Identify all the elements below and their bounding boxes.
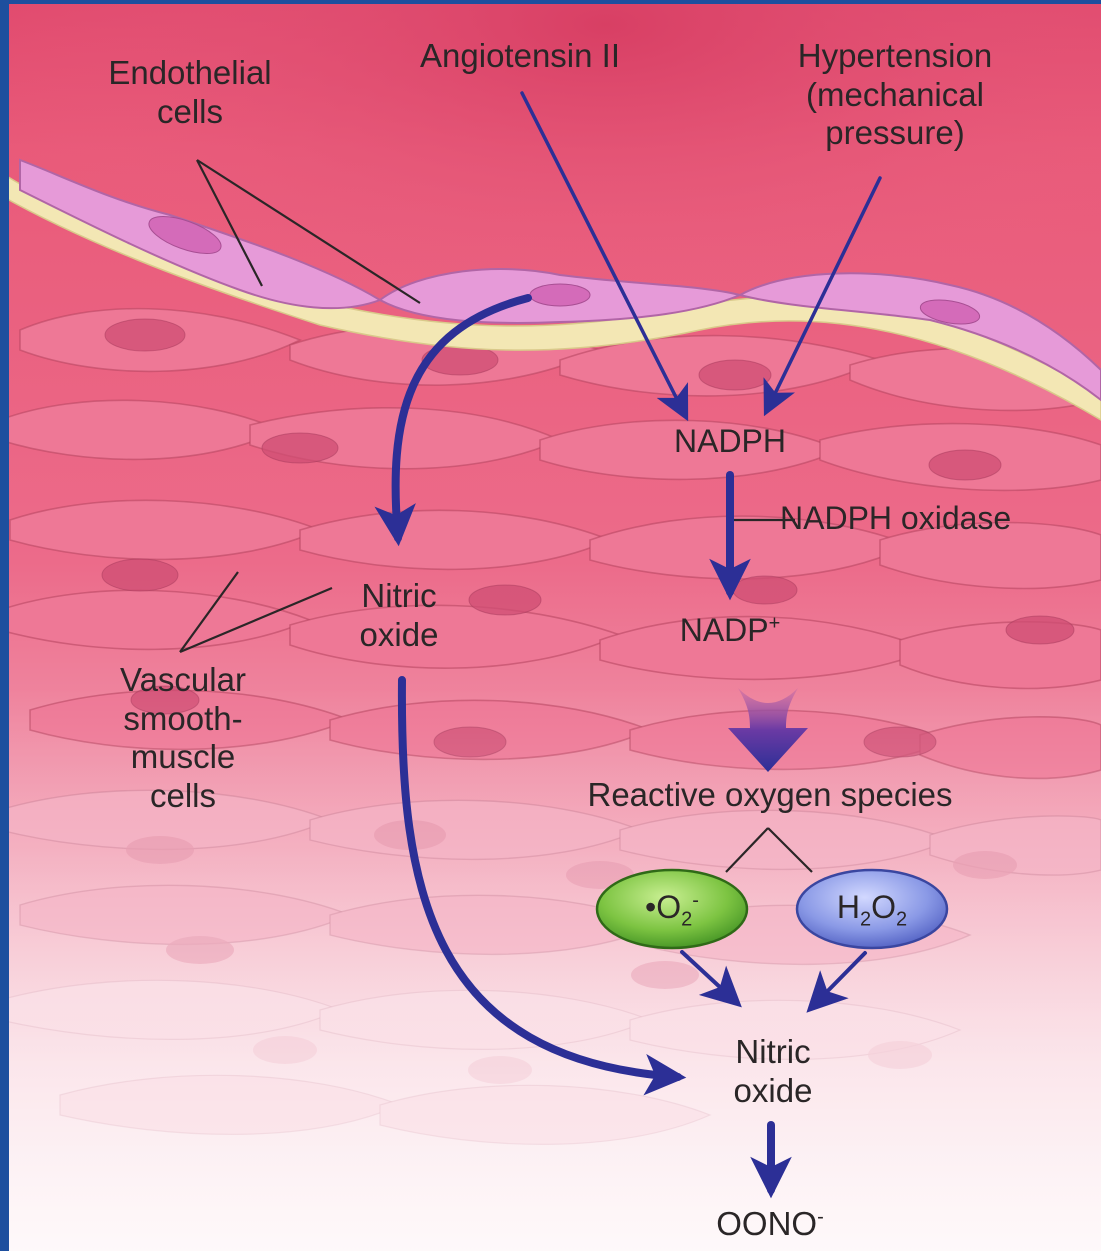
- label-hypertension: Hypertension (mechanical pressure): [750, 37, 1040, 153]
- superoxide-text: •O: [645, 889, 681, 925]
- label-nitric-oxide-left: Nitric oxide: [326, 577, 472, 654]
- label-endothelial-cells: Endothelial cells: [70, 54, 310, 131]
- label-vascular-smooth-muscle: Vascular smooth- muscle cells: [78, 661, 288, 815]
- peroxynitrite-charge: -: [817, 1206, 824, 1228]
- peroxide-subscript-2: 2: [896, 908, 907, 930]
- superoxide-charge: -: [692, 889, 699, 911]
- label-angiotensin: Angiotensin II: [380, 37, 660, 76]
- peroxide-h: H: [837, 889, 860, 925]
- nadp-text: NADP: [680, 612, 769, 648]
- peroxide-o: O: [871, 889, 896, 925]
- slide-frame-left: [0, 0, 9, 1251]
- label-nadph-oxidase: NADPH oxidase: [780, 500, 1100, 537]
- label-nitric-oxide-right: Nitric oxide: [698, 1033, 848, 1110]
- label-hydrogen-peroxide: H2O2: [797, 889, 947, 926]
- label-peroxynitrite: OONO-: [680, 1205, 860, 1244]
- peroxide-subscript-1: 2: [860, 908, 871, 930]
- peroxynitrite-text: OONO: [716, 1205, 817, 1242]
- label-nadp: NADP+: [640, 612, 820, 649]
- label-reactive-oxygen-species: Reactive oxygen species: [520, 776, 1020, 815]
- label-superoxide: •O2-: [597, 889, 747, 926]
- superoxide-subscript: 2: [681, 908, 692, 930]
- nadp-charge: +: [769, 612, 781, 634]
- label-nadph: NADPH: [640, 423, 820, 460]
